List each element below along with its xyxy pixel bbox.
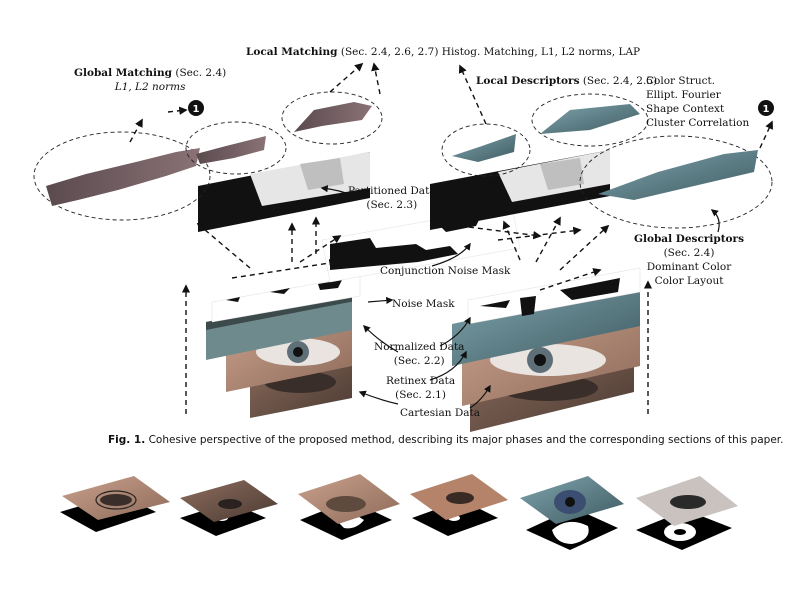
right-noise-mask-layer xyxy=(467,267,641,325)
left-retinex-pupil xyxy=(293,347,303,357)
left-normalized-layer xyxy=(206,292,352,360)
local-descriptor-item: Shape Context xyxy=(646,103,725,115)
caption-text: Cohesive perspective of the proposed met… xyxy=(148,434,784,446)
thumbnail-3 xyxy=(298,474,400,540)
global-matching-label: Global Matching (Sec. 2.4) L1, L2 norms xyxy=(74,66,226,94)
local-matching-label: Local Matching (Sec. 2.4, 2.6, 2.7) Hist… xyxy=(246,45,640,59)
global-descriptor-item: Color Layout xyxy=(654,275,724,287)
figure-caption: Fig. 1. Cohesive perspective of the prop… xyxy=(108,434,783,446)
label-pointers xyxy=(320,183,720,409)
noise-mask-label: Noise Mask xyxy=(392,298,455,310)
partitioned-data-text: Partitioned Data xyxy=(348,185,436,197)
bottom-thumbnails xyxy=(60,474,738,550)
partitioned-data-right xyxy=(430,150,610,230)
local-descriptor-item: Cluster Correlation xyxy=(646,117,750,129)
marker-left: 1 xyxy=(188,100,204,116)
retinex-data-label: Retinex Data (Sec. 2.1) xyxy=(386,374,455,402)
local-crop-right-2 xyxy=(531,93,649,147)
right-retinex-pupil xyxy=(534,354,546,366)
right-normalized-layer xyxy=(452,284,640,366)
thumbnail-4 xyxy=(410,474,508,536)
flow-arrows xyxy=(129,62,773,414)
local-crop-right-1 xyxy=(441,123,531,177)
partitioned-data-label: Partitioned Data (Sec. 2.3) xyxy=(348,184,436,212)
normalized-data-sec: (Sec. 2.2) xyxy=(393,355,445,367)
global-matching-sec: (Sec. 2.4) xyxy=(175,67,227,79)
local-descriptors-title: Local Descriptors xyxy=(476,75,580,87)
left-noise-mask-blobs xyxy=(226,280,342,302)
thumbnail-1 xyxy=(60,476,170,532)
right-noise-mask-blobs xyxy=(480,278,620,316)
global-matching-title: Global Matching xyxy=(74,67,173,79)
global-crop-right xyxy=(579,135,773,229)
local-crop-left-1 xyxy=(185,121,287,175)
thumbnail-5 xyxy=(520,476,624,550)
global-descriptors-title: Global Descriptors xyxy=(634,233,744,245)
thumbnail-2 xyxy=(180,480,278,536)
local-descriptors-label: Local Descriptors (Sec. 2.4, 2.5) xyxy=(476,74,657,88)
normalized-data-label: Normalized Data (Sec. 2.2) xyxy=(374,340,464,368)
local-descriptor-item: Color Struct. xyxy=(646,75,716,87)
svg-text:1: 1 xyxy=(193,104,200,115)
local-descriptor-item: Ellipt. Fourier xyxy=(646,89,721,101)
local-matching-title: Local Matching xyxy=(246,46,338,58)
right-layer-stack xyxy=(452,267,641,432)
local-descriptors-sec: (Sec. 2.4, 2.5) xyxy=(582,75,658,87)
global-descriptor-item: Dominant Color xyxy=(646,261,732,273)
partitioned-data-left xyxy=(198,152,370,232)
retinex-data-text: Retinex Data xyxy=(386,375,456,387)
global-matching-norms: L1, L2 norms xyxy=(114,81,186,93)
left-layer-stack xyxy=(206,275,361,418)
normalized-data-text: Normalized Data xyxy=(374,341,465,353)
local-matching-methods: Histog. Matching, L1, L2 norms, LAP xyxy=(441,46,641,58)
thumbnail-6 xyxy=(636,476,738,550)
local-descriptors-list: Color Struct. Ellipt. Fourier Shape Cont… xyxy=(646,74,749,130)
conjunction-noise-mask-label: Conjunction Noise Mask xyxy=(380,265,511,277)
local-matching-sec: (Sec. 2.4, 2.6, 2.7) xyxy=(340,46,439,58)
global-crop-left xyxy=(33,131,211,221)
svg-text:1: 1 xyxy=(763,104,770,115)
global-descriptors-sec: (Sec. 2.4) xyxy=(663,247,715,259)
caption-prefix: Fig. 1. xyxy=(108,434,146,446)
global-descriptors-label: Global Descriptors (Sec. 2.4) Dominant C… xyxy=(634,232,744,288)
cartesian-data-label: Cartesian Data xyxy=(400,407,481,419)
retinex-data-sec: (Sec. 2.1) xyxy=(395,389,446,401)
marker-right: 1 xyxy=(758,100,774,116)
partitioned-data-sec: (Sec. 2.3) xyxy=(366,199,418,211)
local-crop-left-2 xyxy=(281,91,383,145)
